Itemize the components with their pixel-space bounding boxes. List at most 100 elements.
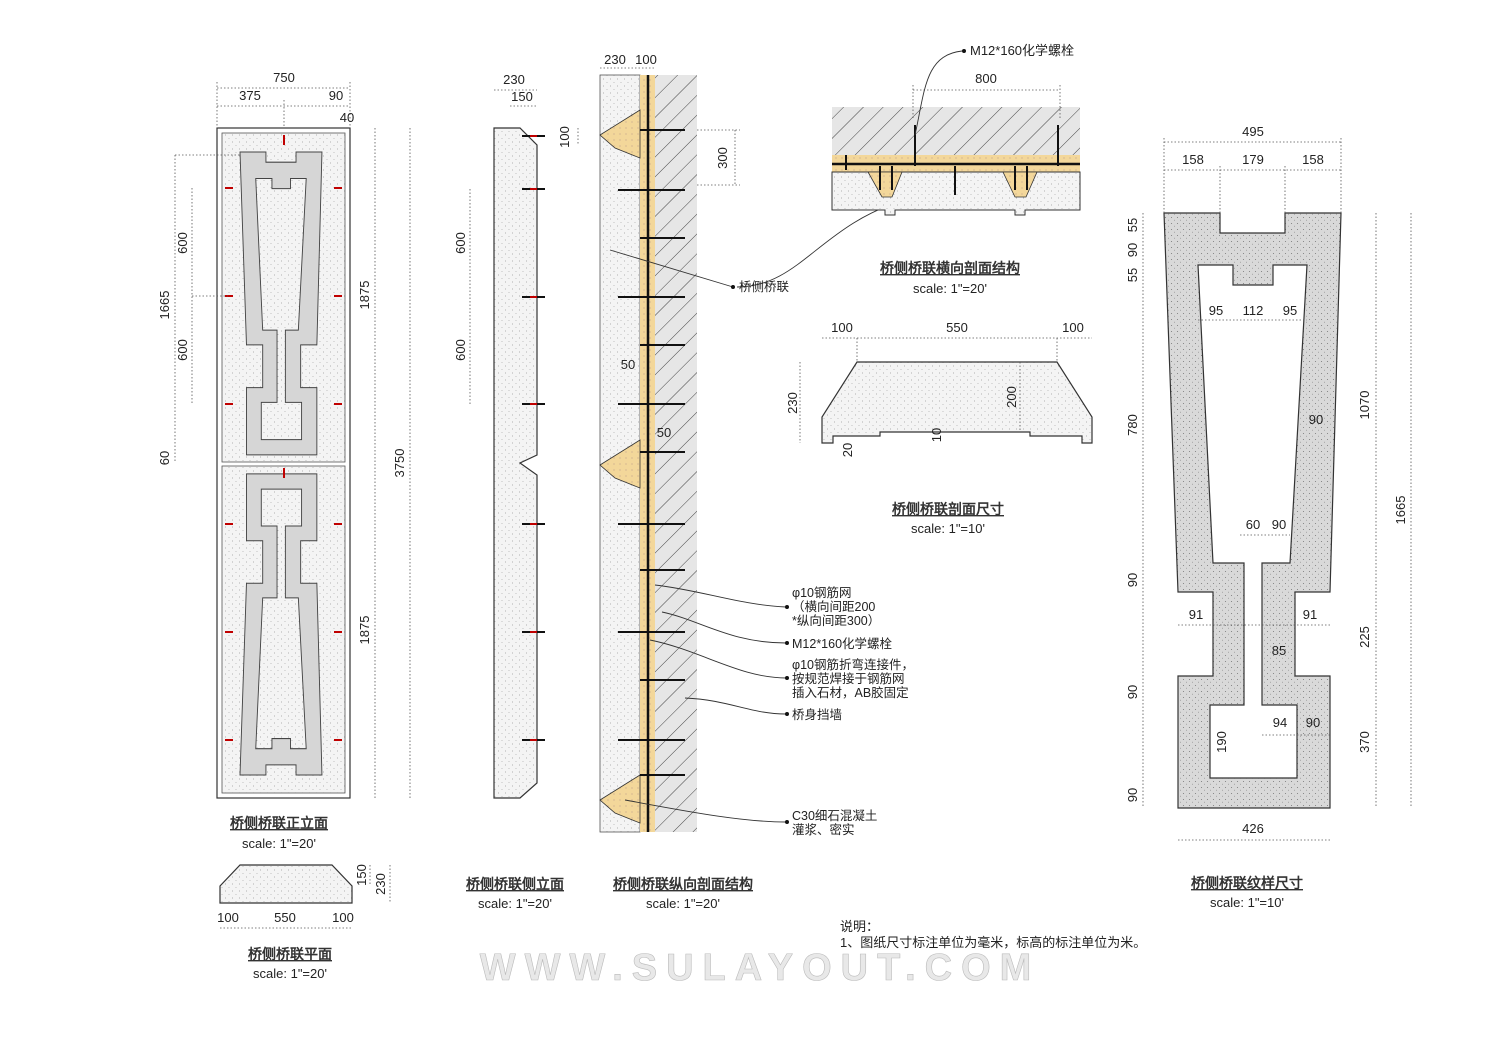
view-scale: scale: 1"=20': [478, 896, 552, 911]
dim-label: 230: [785, 392, 800, 414]
dim-label: 55: [1125, 218, 1140, 232]
notes-heading: 说明：: [840, 919, 879, 934]
dim-label: 1070: [1357, 391, 1372, 420]
dim-label: 91: [1303, 607, 1317, 622]
dim-label: 230: [604, 52, 626, 67]
dim-label: 95: [1283, 303, 1297, 318]
view-title: 桥侧桥联纹样尺寸: [1191, 875, 1303, 891]
annotation: φ10钢筋网: [792, 585, 852, 600]
dim-label: 100: [557, 126, 572, 148]
callout-label: 桥侧桥联: [739, 280, 790, 294]
dim-label: 600: [453, 232, 468, 254]
dim-label: 600: [453, 339, 468, 361]
dim-label: 90: [1125, 685, 1140, 699]
dim-label: 50: [621, 357, 635, 372]
dim-label: 179: [1242, 152, 1264, 167]
dim-label: 550: [946, 320, 968, 335]
annotation: 插入石材，AB胶固定: [792, 685, 909, 700]
dim-label: 150: [354, 864, 369, 886]
dim-label: 91: [1189, 607, 1203, 622]
dim-label: 3750: [392, 449, 407, 478]
annotation: 按规范焊接于钢筋网: [792, 671, 905, 686]
dim-label: 158: [1302, 152, 1324, 167]
view-title: 桥侧桥联侧立面: [466, 876, 564, 892]
annotation: 灌浆、密实: [792, 822, 855, 837]
view-title: 桥侧桥联剖面尺寸: [892, 501, 1004, 517]
dim-label: 230: [373, 873, 388, 895]
section-dimensions-view: 100 550 100 230 200 20 10 桥侧桥联剖面尺寸 scale…: [785, 320, 1093, 536]
dim-label: 550: [274, 910, 296, 925]
dim-label: 90: [1309, 412, 1323, 427]
watermark: WWW.SULAYOUT.COM: [480, 947, 1041, 989]
dim-label: 800: [975, 71, 997, 86]
dim-label: 190: [1214, 731, 1229, 753]
annotation: （横向间距200: [792, 599, 875, 614]
dim-label: 1665: [1393, 496, 1408, 525]
annotation: C30细石混凝土: [792, 808, 877, 823]
view-title: 桥侧桥联横向剖面结构: [880, 260, 1020, 276]
front-elevation-view: 750 375 90 40 1665 600 600 60 1875 1875 …: [157, 70, 411, 851]
dim-label: 112: [1243, 303, 1264, 318]
dim-label: 1875: [357, 616, 372, 645]
view-scale: scale: 1"=20': [646, 896, 720, 911]
dim-label: 20: [840, 443, 855, 457]
annotation: 桥身挡墙: [792, 707, 842, 722]
annotation: *纵向间距300）: [792, 613, 880, 628]
dim-label: 94: [1273, 715, 1287, 730]
dim-label: 10: [929, 428, 944, 442]
dim-label: 780: [1125, 414, 1140, 436]
dim-label: 85: [1272, 643, 1286, 658]
dim-label: 90: [1125, 573, 1140, 587]
dim-label: 1875: [357, 281, 372, 310]
dim-label: 50: [657, 425, 671, 440]
callout-leaders: [624, 584, 789, 824]
view-title: 桥侧桥联平面: [248, 946, 332, 962]
dim-label: 60: [1246, 517, 1260, 532]
dim-label: 90: [1306, 715, 1320, 730]
dim-label: 100: [831, 320, 853, 335]
view-scale: scale: 1"=20': [242, 836, 316, 851]
anchor-marks: [225, 135, 342, 741]
dim-label: 60: [157, 451, 172, 465]
plan-view: 150 230 100 550 100 桥侧桥联平面 scale: 1"=20': [217, 864, 391, 981]
callout-label: M12*160化学螺栓: [970, 43, 1074, 58]
transverse-section-view: 800 M12*160化学螺栓 桥侧桥联横向剖面结构 scale: 1"=20': [831, 43, 1081, 296]
view-title: 桥侧桥联正立面: [230, 815, 328, 831]
dim-label: 158: [1182, 152, 1204, 167]
dim-label: 100: [332, 910, 354, 925]
dim-label: 100: [1062, 320, 1084, 335]
dim-label: 225: [1357, 626, 1372, 648]
dim-label: 200: [1004, 386, 1019, 408]
dim-label: 370: [1357, 731, 1372, 753]
dim-label: 375: [239, 88, 261, 103]
dim-label: 426: [1242, 821, 1264, 836]
dim-label: 750: [273, 70, 295, 85]
view-title: 桥侧桥联纵向剖面结构: [613, 876, 753, 892]
annotation: φ10钢筋折弯连接件，: [792, 657, 914, 672]
dim-label: 300: [715, 147, 730, 169]
note-item: 1、图纸尺寸标注单位为毫米，标高的标注单位为米。: [840, 935, 1146, 950]
dim-label: 230: [503, 72, 525, 87]
dim-label: 55: [1125, 268, 1140, 282]
dim-label: 150: [511, 89, 533, 104]
view-scale: scale: 1"=20': [913, 281, 987, 296]
dim-label: 90: [1125, 243, 1140, 257]
dim-label: 40: [340, 110, 354, 125]
view-scale: scale: 1"=10': [1210, 895, 1284, 910]
dim-label: 600: [175, 339, 190, 361]
pattern-dimensions-view: 495 158 179 158 55 90 55 95 112 95 780 1…: [1125, 124, 1412, 910]
longitudinal-section-view: 230 100 300 50 50 桥侧桥联 φ10钢筋网 （横向间距200 *…: [599, 52, 914, 911]
annotation: M12*160化学螺栓: [792, 636, 893, 651]
dim-label: 100: [217, 910, 239, 925]
dim-label: 495: [1242, 124, 1264, 139]
dim-label: 95: [1209, 303, 1223, 318]
dim-label: 1665: [157, 291, 172, 320]
dim-label: 100: [635, 52, 657, 67]
view-scale: scale: 1"=20': [253, 966, 327, 981]
dim-label: 600: [175, 232, 190, 254]
dim-label: 90: [1272, 517, 1286, 532]
dim-label: 90: [329, 88, 343, 103]
side-elevation-view: 230 150 100 600 600 桥侧桥联侧立面 scale: 1"=20…: [453, 72, 579, 911]
dim-label: 90: [1125, 788, 1140, 802]
